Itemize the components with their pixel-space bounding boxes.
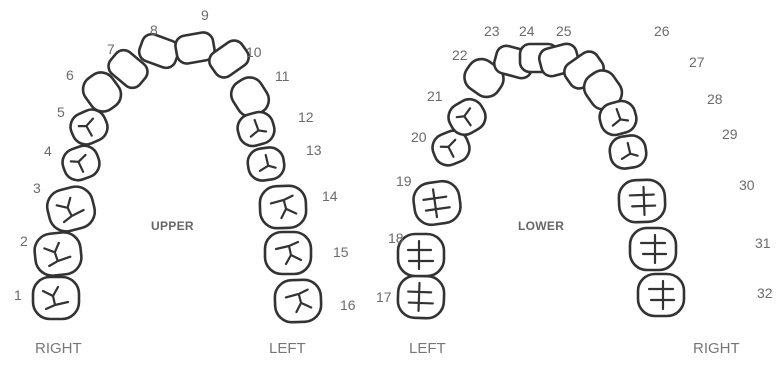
lower-arch: 17 18 19 20 21 22 23 24 25 26 27 28 29 30 31 32 LOWER L… [376,23,773,357]
tooth-32-outline [638,274,684,316]
tooth-30-outline [618,179,665,223]
tooth-number-29: 29 [722,126,738,142]
tooth-15 [265,232,311,274]
tooth-17-outline [397,275,444,319]
lower-teeth [397,42,684,319]
tooth-3-outline [44,183,99,235]
upper-left-label: LEFT [269,340,306,357]
tooth-number-23: 23 [484,23,500,39]
tooth-16 [274,279,321,323]
tooth-32 [638,274,684,316]
tooth-13 [246,146,286,183]
tooth-12-outline [234,109,277,149]
tooth-1-outline [33,277,79,319]
tooth-19 [411,179,462,227]
tooth-3 [44,183,99,235]
tooth-number-31: 31 [755,235,771,251]
lower-arch-label: LOWER [518,219,564,233]
tooth-16-outline [274,279,321,323]
tooth-number-3: 3 [33,180,41,196]
tooth-number-22: 22 [452,47,468,63]
tooth-2-outline [33,231,83,278]
tooth-number-5: 5 [57,104,65,120]
tooth-number-6: 6 [66,67,74,83]
tooth-number-10: 10 [246,44,262,60]
tooth-number-8: 8 [150,22,158,38]
tooth-number-28: 28 [707,91,723,107]
tooth-number-7: 7 [107,41,115,57]
tooth-2 [33,231,83,278]
tooth-1 [33,277,79,319]
tooth-13-outline [246,146,286,183]
lower-left-label: LEFT [409,340,446,357]
tooth-number-9: 9 [201,7,209,23]
tooth-number-18: 18 [388,230,404,246]
upper-arch-label: UPPER [151,219,194,233]
tooth-number-19: 19 [396,173,412,189]
tooth-12 [234,109,277,149]
tooth-number-21: 21 [427,88,443,104]
tooth-number-15: 15 [333,244,349,260]
tooth-number-25: 25 [556,23,572,39]
tooth-17 [397,275,444,319]
tooth-number-20: 20 [411,129,427,145]
tooth-number-16: 16 [340,297,356,313]
tooth-number-17: 17 [376,289,392,305]
tooth-30 [618,179,665,223]
tooth-number-26: 26 [654,23,670,39]
tooth-31 [630,228,676,270]
tooth-14 [259,185,306,229]
tooth-18 [398,234,444,276]
upper-right-label: RIGHT [35,340,82,357]
lower-right-label: RIGHT [693,340,740,357]
tooth-number-24: 24 [519,23,535,39]
tooth-14-outline [259,185,306,229]
tooth-15-outline [265,232,311,274]
tooth-number-1: 1 [14,287,22,303]
tooth-number-30: 30 [739,177,755,193]
tooth-number-27: 27 [689,54,705,70]
tooth-4 [59,142,104,184]
tooth-18-outline [398,234,444,276]
tooth-number-4: 4 [44,143,52,159]
tooth-number-11: 11 [275,68,290,84]
tooth-number-32: 32 [757,285,773,301]
tooth-number-12: 12 [298,109,314,125]
tooth-number-2: 2 [20,233,28,249]
tooth-19-outline [411,179,462,227]
tooth-31-outline [630,228,676,270]
tooth-4-outline [59,142,104,184]
tooth-number-13: 13 [306,142,322,158]
tooth-29 [608,134,648,171]
tooth-number-14: 14 [322,188,338,204]
tooth-29-outline [608,134,648,171]
